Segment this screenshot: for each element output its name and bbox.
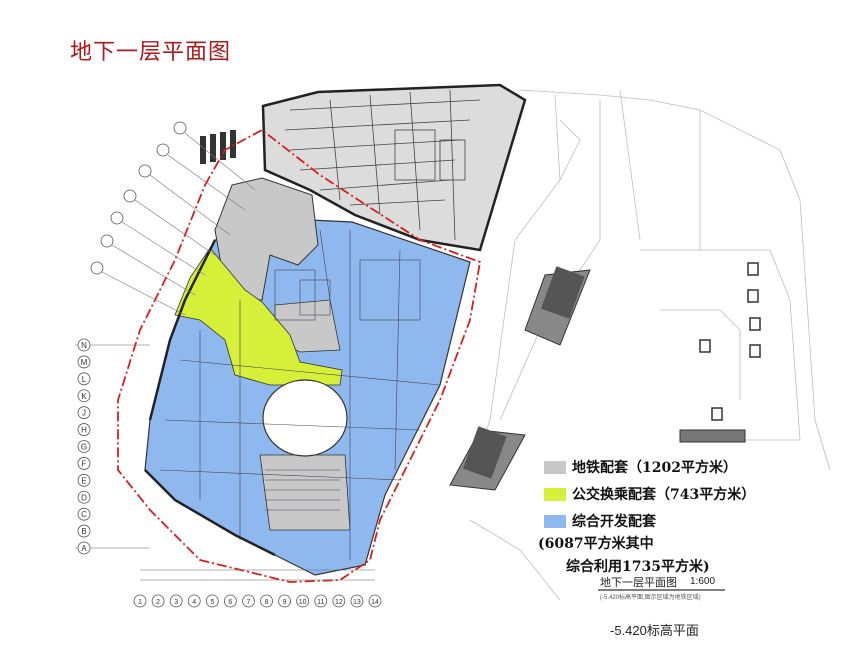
axis-bubbles-diagonal	[90, 121, 187, 275]
grid-row-label: K	[81, 392, 87, 401]
grid-row-label: A	[81, 544, 87, 553]
grid-row-label: J	[82, 409, 86, 418]
grid-col-label: 7	[247, 599, 251, 606]
grid-row-bubble	[77, 406, 91, 420]
metro-station-block	[261, 83, 527, 252]
grid-col-label: 3	[174, 599, 178, 606]
drawing-caption-name: 地下一层平面图	[600, 577, 677, 589]
legend-extra-line-2: 综合利用1735平方米)	[566, 559, 710, 575]
grid-row-label: E	[81, 476, 86, 485]
grid-row-bubble	[77, 440, 91, 453]
grid-col-label: 14	[371, 599, 379, 606]
grid-row-bubble	[77, 423, 91, 436]
grid-row-label: L	[82, 375, 87, 384]
legend-swatch-development	[544, 515, 566, 528]
grid-col-label: 13	[353, 599, 361, 606]
grid-row-bubble	[77, 389, 91, 403]
site-boundary	[117, 128, 482, 583]
interior-walls	[159, 229, 441, 560]
grid-row-bubble	[77, 372, 91, 386]
grid-row-bubble	[77, 457, 91, 470]
grid-col-label: 11	[317, 599, 324, 606]
grid-col-bubble	[151, 594, 165, 608]
grid-col-label: 10	[299, 599, 307, 606]
pedestrian-crossing	[200, 130, 236, 164]
atrium-oval	[262, 379, 348, 457]
grid-col-bubble	[260, 594, 273, 608]
grid-row-label: B	[81, 527, 86, 536]
grid-col-bubble	[242, 594, 255, 608]
grid-col-label: 8	[265, 599, 269, 606]
grid-col-bubble	[368, 594, 382, 608]
grid-col-label: 2	[156, 599, 160, 606]
grid-col-bubble	[314, 594, 328, 608]
legend-swatch-metro	[544, 461, 566, 474]
grid-col-bubble	[187, 594, 201, 608]
drawing-caption-scale: 1:600	[690, 576, 716, 587]
grid-row-label: D	[81, 493, 87, 502]
grid-col-label: 9	[283, 599, 287, 606]
grid-col-bubble	[350, 594, 364, 608]
page-title: 地下一层平面图	[70, 40, 232, 65]
grid-col-label: 4	[192, 599, 196, 606]
grid-row-label: H	[81, 426, 87, 435]
grid-row-label: N	[81, 341, 87, 350]
legend-extra-line-1: (6087平方米其中	[538, 536, 654, 552]
grid-row-label: C	[81, 510, 87, 519]
grid-col-bubble	[332, 594, 346, 608]
legend-label-metro: 地铁配套（1202平方米）	[572, 460, 737, 476]
grid-row-label: G	[81, 443, 87, 452]
grid-col-bubble	[278, 594, 292, 608]
grid-col-label: 12	[335, 599, 343, 606]
legend-swatch-bus	[544, 488, 566, 501]
grid-col-label: 1	[138, 599, 142, 606]
grid-row-bubble	[77, 541, 91, 555]
grid-row-bubble	[77, 355, 91, 369]
elevation-label: -5.420标高平面	[610, 623, 699, 638]
grid-row-label: F	[82, 459, 87, 468]
metro-zone-c	[259, 454, 351, 531]
grid-row-bubble	[77, 338, 91, 352]
grid-row-bubble	[77, 507, 91, 521]
grid-col-bubble	[223, 594, 237, 608]
grid-row-label: M	[81, 358, 88, 367]
grid-row-bubble	[77, 490, 91, 504]
exit-structures	[449, 262, 761, 491]
grid-col-bubble	[169, 594, 183, 608]
legend-label-bus: 公交换乘配套（743平方米）	[572, 487, 756, 503]
grid-col-bubble	[133, 594, 147, 608]
legend-label-development: 综合开发配套	[572, 514, 656, 530]
grid-col-label: 6	[228, 599, 232, 606]
grid-col-label: 5	[210, 599, 214, 606]
drawing-caption-note: (-5.420标高平面,图示区域为地铁区域)	[600, 595, 701, 601]
metro-zone	[214, 177, 319, 301]
grid-col-bubble	[205, 594, 219, 608]
grid-col-bubble	[296, 594, 310, 608]
grid-row-bubble	[77, 524, 91, 538]
axis-leaders	[101, 132, 256, 316]
building-outline	[144, 239, 276, 557]
grid-row-bubble	[77, 473, 91, 487]
